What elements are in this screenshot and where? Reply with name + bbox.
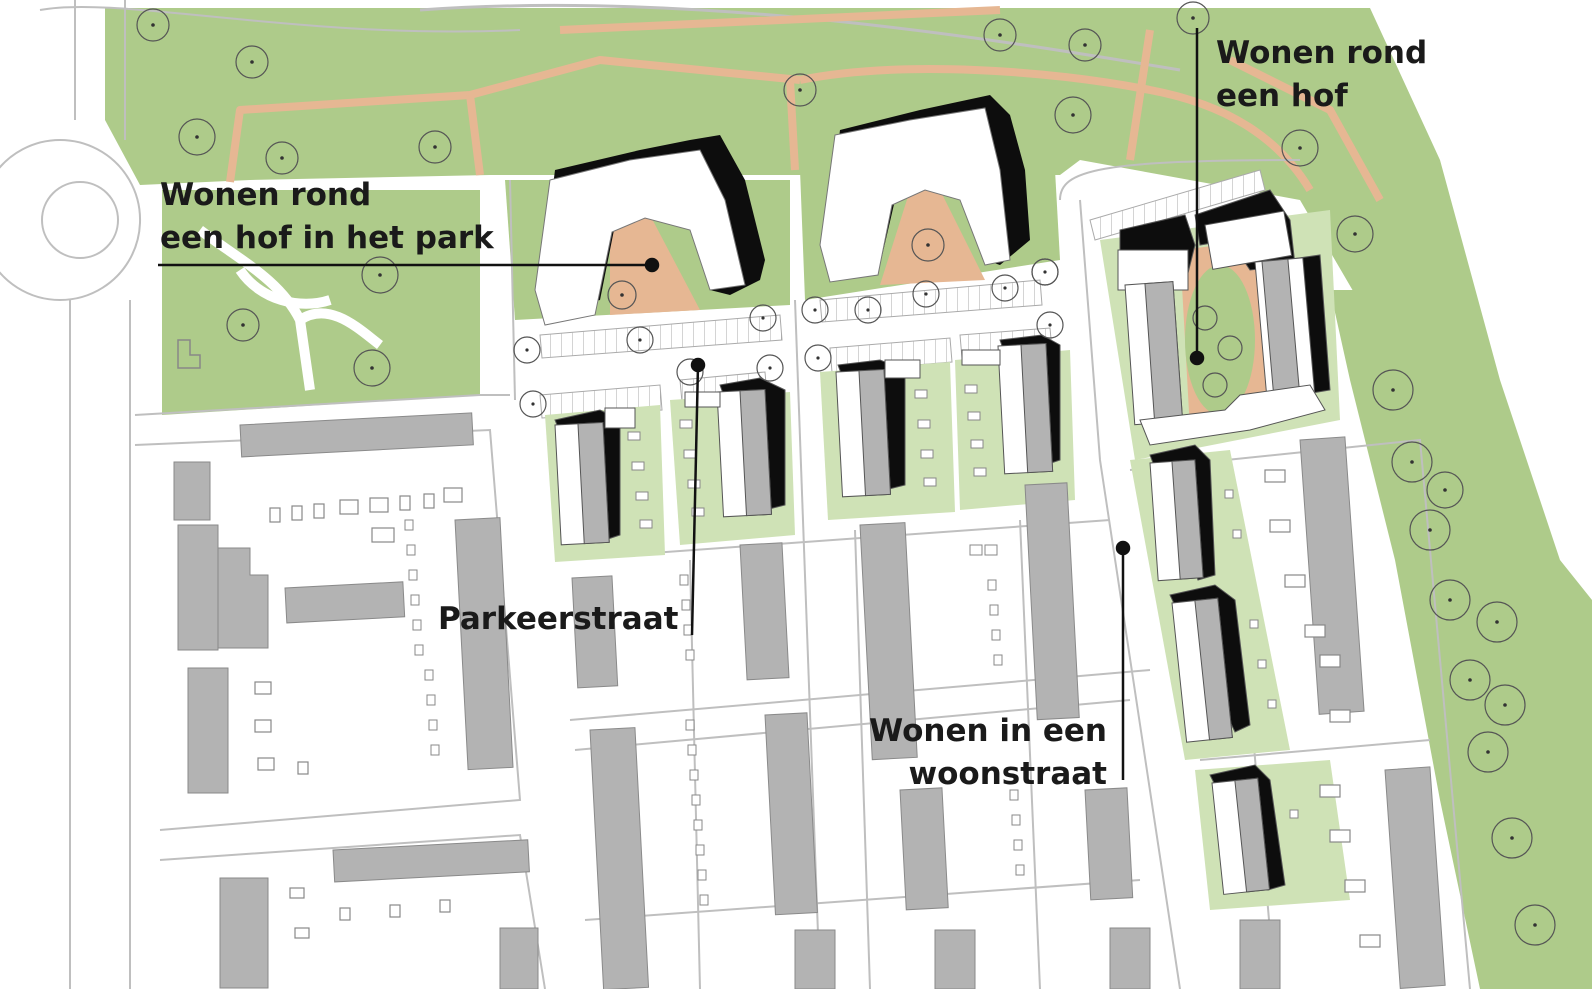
label-hof-line2: een hof — [1216, 78, 1348, 114]
label-wonen-in-woonstraat: Wonen in een woonstraat — [855, 710, 1107, 796]
label-hof-line1: Wonen rond — [1216, 35, 1428, 71]
courtyard-fill-2 — [880, 190, 985, 285]
courtyard-building-3 — [1117, 189, 1331, 446]
label-parkeerstraat-text: Parkeerstraat — [438, 601, 679, 637]
leader-dot-hof-park — [644, 257, 660, 273]
label-woonstraat-line1: Wonen in een — [869, 713, 1107, 749]
label-parkeerstraat: Parkeerstraat — [438, 598, 678, 641]
leader-dot-hof — [1189, 350, 1205, 366]
sheds — [254, 469, 1381, 948]
shed-columns — [404, 519, 1025, 906]
row-houses-new — [554, 334, 1286, 895]
courtyard-lawn-3 — [1185, 265, 1255, 415]
park-paths — [226, 6, 1384, 202]
leader-dot-woonstraat — [1115, 540, 1131, 556]
garden-sheds — [627, 384, 1299, 819]
trees — [136, 1, 1556, 946]
label-wonen-rond-hof-park: Wonen rond een hof in het park — [160, 174, 494, 260]
tree-dots — [151, 16, 1537, 927]
leader-dot-parkeerstraat — [690, 357, 706, 373]
park-strip-east — [1330, 290, 1575, 989]
label-hof-park-line1: Wonen rond — [160, 177, 372, 213]
roundabout-island — [41, 181, 119, 259]
annotation-leaders — [158, 28, 1205, 780]
label-hof-park-line2: een hof in het park — [160, 220, 494, 256]
label-woonstraat-line2: woonstraat — [908, 756, 1107, 792]
park-paths-west — [197, 225, 384, 391]
leader-parkeerstraat — [690, 364, 700, 636]
courtyard-building-2 — [819, 95, 1030, 283]
grey-buildings — [173, 412, 1446, 989]
label-wonen-rond-hof: Wonen rond een hof — [1216, 32, 1427, 118]
